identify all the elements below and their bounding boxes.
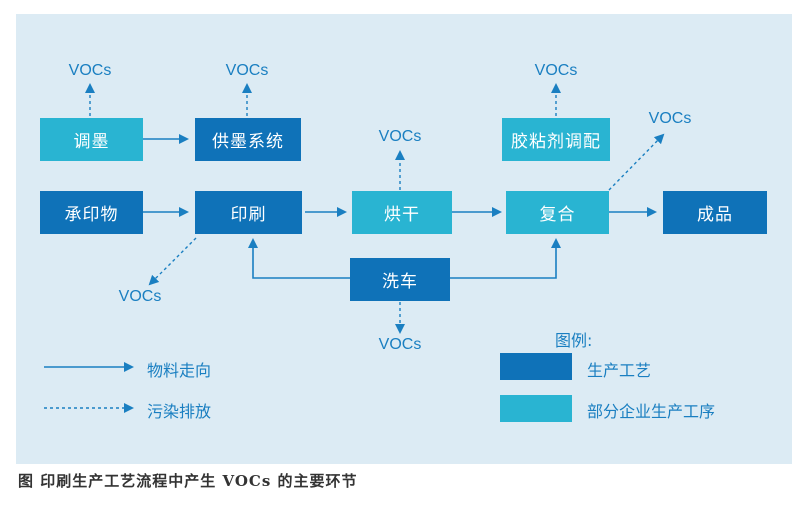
box-fuhe: 复合: [506, 191, 609, 234]
legend-partial-process-swatch: [500, 395, 572, 422]
box-chengpin: 成品: [663, 191, 767, 234]
box-chengyinwu: 承印物: [40, 191, 143, 234]
diagram-panel: [16, 14, 792, 464]
legend-main-process-swatch: [500, 353, 572, 380]
arrow-xiche-to-fuhe: [450, 238, 561, 279]
box-honggan: 烘干: [352, 191, 452, 234]
box-gongmo: 供墨系统: [195, 118, 301, 161]
vocs-label-fuhe: VOCs: [648, 110, 692, 127]
figure-caption: 图 印刷生产工艺流程中产生 VOCs 的主要环节: [18, 472, 358, 490]
vocs-label-honggan: VOCs: [378, 128, 422, 145]
vocs-label-xiche: VOCs: [378, 336, 422, 353]
emission-arrow-yinshua: [148, 237, 197, 286]
legend-material-flow-label: 物料走向: [147, 361, 212, 380]
box-tiaomo: 调墨: [40, 118, 143, 161]
vocs-label-yinshua: VOCs: [118, 288, 162, 305]
vocs-label-jiaonian: VOCs: [534, 62, 578, 79]
legend-main-process-label: 生产工艺: [587, 361, 652, 380]
box-yinshua: 印刷: [195, 191, 302, 234]
legend-title: 图例:: [555, 331, 593, 350]
legend-pollution-label: 污染排放: [147, 402, 212, 421]
vocs-label-tiaomo: VOCs: [68, 62, 112, 79]
box-jiaonian: 胶粘剂调配: [502, 118, 610, 161]
vocs-label-gongmo: VOCs: [225, 62, 269, 79]
box-xiche: 洗车: [350, 258, 450, 301]
arrow-xiche-to-yinshua: [248, 238, 350, 279]
emission-arrow-fuhe: [608, 133, 665, 191]
legend-partial-process-label: 部分企业生产工序: [587, 402, 716, 421]
